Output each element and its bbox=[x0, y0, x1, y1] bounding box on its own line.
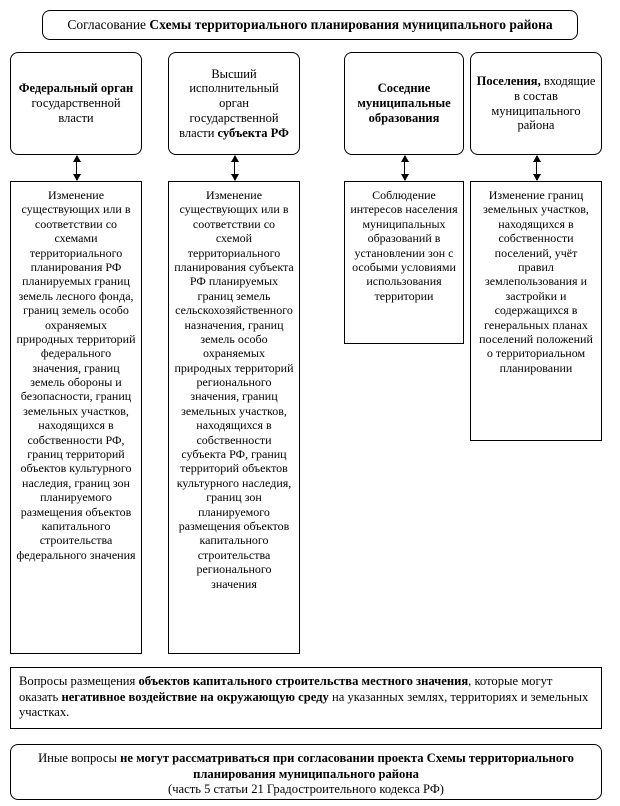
footer-part3: (часть 5 статьи 21 Градостроительного ко… bbox=[168, 782, 444, 797]
column-settlements-text: Изменение границ земельных участков, нах… bbox=[479, 188, 593, 375]
column-subject-requirements: Изменение существующих или в соответстви… bbox=[168, 181, 300, 654]
note-part1: Вопросы размещения bbox=[19, 674, 139, 688]
head-box-federal-bold: Федеральный орган bbox=[18, 81, 134, 96]
arrow-neighbors bbox=[400, 155, 409, 181]
arrow-subject bbox=[230, 155, 239, 181]
head-box-settlements-rest: входящие в состав муниципального района bbox=[491, 74, 596, 133]
column-neighbors-requirements: Соблюдение интересов населения муниципал… bbox=[344, 181, 464, 344]
head-box-federal-rest: государственной власти bbox=[31, 96, 121, 125]
column-federal-text: Изменение существующих или в соответстви… bbox=[16, 188, 136, 562]
note-part5: на указанных землях, территориях и земел… bbox=[19, 689, 589, 720]
diagram-title-text: Согласование Схемы территориального план… bbox=[67, 17, 552, 33]
head-box-federal: Федеральный орган государственной власти bbox=[10, 52, 142, 155]
note-part2-bold: объектов капитального строительства мест… bbox=[138, 674, 469, 688]
head-box-subject-plain: Высший исполнительный орган государствен… bbox=[179, 66, 279, 140]
note-part3: , которые могут оказать bbox=[19, 674, 553, 704]
head-box-settlements: Поселения, входящие в состав муниципальн… bbox=[470, 52, 602, 155]
head-box-subject-bold: субъекта РФ bbox=[217, 125, 289, 140]
footer-part1: Иные вопросы bbox=[38, 751, 121, 765]
note-box: Вопросы размещения объектов капитального… bbox=[10, 667, 602, 729]
column-federal-requirements: Изменение существующих или в соответстви… bbox=[10, 181, 142, 654]
column-settlements-requirements: Изменение границ земельных участков, нах… bbox=[470, 181, 602, 441]
diagram-title-prefix: Согласование bbox=[67, 17, 150, 32]
head-box-neighbors-bold: Соседние муниципальные образования bbox=[357, 81, 451, 125]
note-part4-bold: негативное воздействие на окружающую сре… bbox=[61, 689, 329, 704]
footer-box: Иные вопросы не могут рассматриваться пр… bbox=[10, 744, 602, 800]
head-box-settlements-bold: Поселения, bbox=[476, 74, 541, 88]
diagram-title-bold: Схемы территориального планирования муни… bbox=[149, 17, 553, 32]
arrow-settlements bbox=[532, 155, 541, 181]
head-box-neighbors: Соседние муниципальные образования bbox=[344, 52, 464, 155]
head-box-subject: Высший исполнительный орган государствен… bbox=[168, 52, 300, 155]
column-subject-text: Изменение существующих или в соответстви… bbox=[174, 188, 294, 591]
diagram-title: Согласование Схемы территориального план… bbox=[42, 10, 578, 40]
footer-part2-bold: не могут рассматриваться при согласовани… bbox=[120, 751, 574, 781]
arrow-federal bbox=[72, 155, 81, 181]
column-neighbors-text: Соблюдение интересов населения муниципал… bbox=[350, 188, 458, 303]
